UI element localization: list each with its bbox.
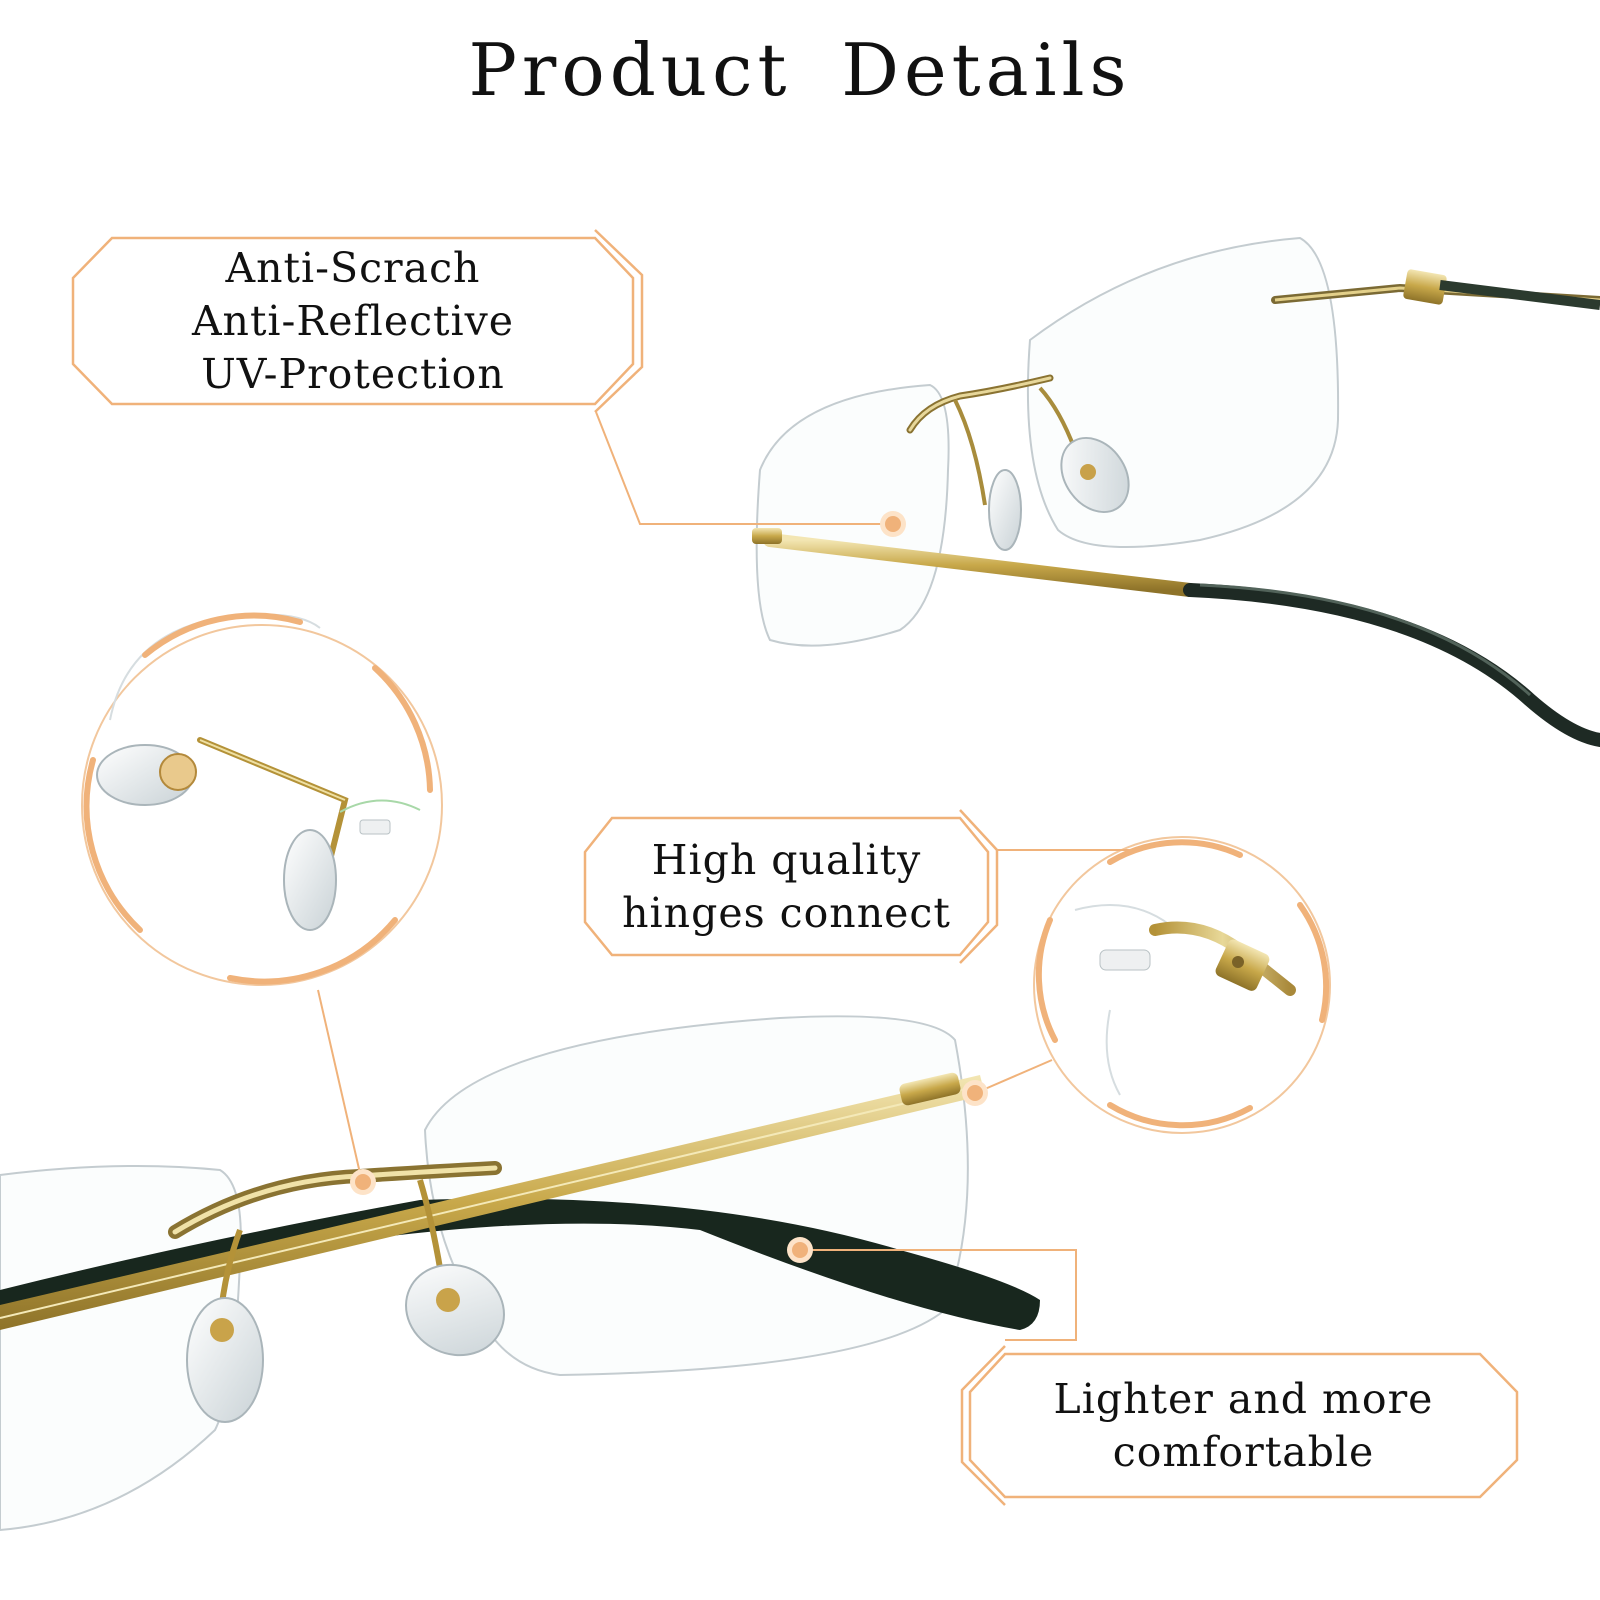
hinges-callout: High quality hinges connect [585, 818, 988, 955]
hinges-line-2: hinges connect [622, 888, 951, 937]
bottom-glasses [0, 1015, 1040, 1532]
bottom-temple [0, 1075, 985, 1330]
coating-line-3: UV-Protection [201, 349, 505, 398]
callout-dots [350, 511, 988, 1263]
top-nose-pad-left [988, 469, 1022, 551]
top-left-temple [763, 533, 1197, 597]
page-title: Product Details [468, 28, 1132, 112]
callout-frames [71, 229, 1519, 1506]
coating-line-2: Anti-Reflective [191, 296, 515, 345]
top-glasses [752, 236, 1600, 747]
top-right-lens [1026, 236, 1340, 549]
comfort-callout: Lighter and more comfortable [970, 1354, 1517, 1497]
top-left-lens [755, 383, 950, 647]
leader-lines [317, 411, 1132, 1341]
coating-callout: Anti-Scrach Anti-Reflective UV-Protectio… [73, 238, 633, 404]
bottom-nose-pad-left [186, 1297, 264, 1423]
coating-callout-frame [71, 236, 635, 406]
coating-line-1: Anti-Scrach [225, 243, 481, 292]
nose-pad-magnifier [81, 612, 443, 986]
hinges-callout-frame [583, 816, 990, 957]
hinge-magnifier [1033, 836, 1331, 1134]
hinges-line-1: High quality [651, 835, 922, 884]
comfort-line-2: comfortable [1112, 1427, 1375, 1476]
bottom-nose-pad-right [405, 1263, 505, 1357]
comfort-line-1: Lighter and more [1053, 1374, 1434, 1423]
comfort-callout-frame [968, 1352, 1519, 1499]
